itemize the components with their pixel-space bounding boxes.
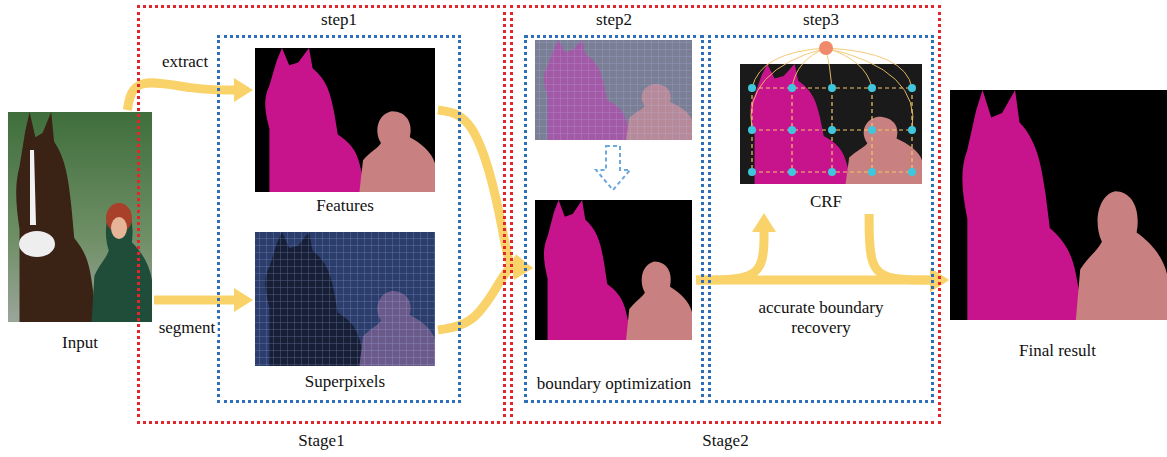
text-holder: Superpixels <box>252 372 438 392</box>
text-holder: boundary optimization <box>532 374 696 394</box>
text-holder: CRF <box>728 192 924 212</box>
caption: Input <box>62 333 98 353</box>
superpixel-grid <box>255 232 435 366</box>
global-node <box>819 41 833 55</box>
overlay-map <box>535 40 692 140</box>
woman-mask <box>1076 191 1167 320</box>
text-holder: step1 <box>220 10 458 30</box>
horse-mask <box>544 200 632 340</box>
face <box>111 217 127 239</box>
flow-arrow <box>696 276 930 285</box>
caption: Features <box>316 196 374 216</box>
caption: boundary optimization <box>537 374 691 394</box>
text-holder: Stage2 <box>513 431 938 451</box>
text-holder: step2 <box>527 10 701 30</box>
caption: Superpixels <box>305 372 385 392</box>
input-panel: Input <box>6 110 154 355</box>
feature-map <box>255 48 435 192</box>
text-holder: Features <box>252 196 438 216</box>
map-ground <box>950 90 1167 320</box>
grid-lines <box>752 88 912 172</box>
flow-arrow <box>154 296 234 305</box>
image-panel: CRF <box>728 42 924 214</box>
map-ground <box>255 232 435 366</box>
flow-arrow <box>696 232 764 280</box>
image-panel: Superpixels <box>252 228 438 394</box>
step-note: accurate boundary recovery <box>736 298 906 338</box>
result-panel: Final result <box>948 88 1167 363</box>
horse-mask <box>962 90 1084 320</box>
superpixel-grid <box>535 40 692 140</box>
woman-mask <box>846 117 922 184</box>
box-heading: step3 <box>803 10 839 30</box>
box-heading: step2 <box>596 10 632 30</box>
flow-arrow <box>127 83 234 110</box>
flow-arrow <box>869 214 930 280</box>
woman-figure <box>92 204 152 322</box>
photo-ground <box>8 112 152 322</box>
step-box: FeaturesSuperpixelsstep1 <box>220 38 458 400</box>
superpixel-map <box>255 232 435 366</box>
horse-figure <box>16 112 97 322</box>
edge-label: segment <box>157 318 218 338</box>
map-ground <box>255 48 435 192</box>
image-panel: Features <box>252 46 438 218</box>
text-holder: step3 <box>711 10 931 30</box>
dashed-arrow <box>596 146 630 190</box>
edge-label: extract <box>160 52 210 72</box>
stage-box: boundary optimizationstep2CRFstep3accura… <box>513 8 938 421</box>
horse-mask <box>750 64 852 184</box>
caption: CRF <box>810 192 842 212</box>
noseband <box>19 231 55 257</box>
horse-mask <box>265 48 366 192</box>
box-heading: Stage2 <box>702 431 748 451</box>
step-box: boundary optimizationstep2 <box>527 38 701 400</box>
map-ground <box>535 200 692 340</box>
input-photo <box>8 112 152 322</box>
optimized-map <box>535 200 692 340</box>
text-holder: Final result <box>948 341 1167 361</box>
text-holder: accurate boundary recovery <box>711 298 931 338</box>
graph-arcs <box>751 48 913 130</box>
graph-nodes <box>748 84 916 176</box>
flow-arrow <box>438 110 514 266</box>
box-heading: Stage1 <box>298 431 344 451</box>
crf-graph <box>740 41 922 184</box>
woman-mask <box>626 262 692 340</box>
text-holder: Input <box>6 333 154 353</box>
flow-arrow <box>438 268 514 330</box>
text-holder: Stage1 <box>140 431 503 451</box>
map-ground <box>535 40 692 140</box>
image-panel: boundary optimization <box>532 196 696 396</box>
caption: Final result <box>1019 341 1096 361</box>
step-box: CRFstep3accurate boundary recovery <box>711 38 931 400</box>
final-map <box>950 90 1167 320</box>
blaze <box>30 150 36 225</box>
box-heading: step1 <box>321 10 357 30</box>
woman-mask <box>359 111 435 192</box>
